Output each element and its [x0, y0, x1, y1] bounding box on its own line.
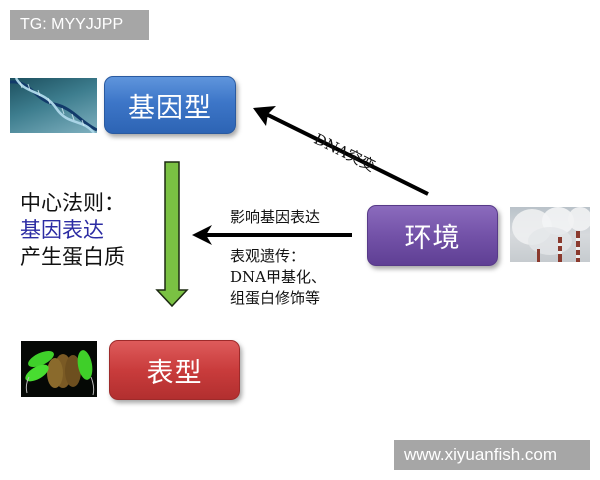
dna-helix-image: [10, 78, 97, 133]
gene-expression-highlight: 基因表达: [20, 218, 104, 242]
central-dogma-arrow: [155, 161, 189, 308]
watermark-bottom: www.xiyuanfish.com: [394, 440, 590, 470]
central-dogma-title: 中心法则：: [20, 191, 125, 215]
histone-modification-text: 组蛋白修饰等: [230, 289, 321, 307]
mutation-arrow: [253, 106, 429, 196]
produce-protein-text: 产生蛋白质: [20, 245, 125, 269]
mice-icon: [25, 350, 95, 396]
environment-node: 环境: [367, 205, 498, 266]
green-mice-image: [21, 341, 97, 397]
epigenetics-label: 表观遗传： DNA甲基化、 组蛋白修饰等: [230, 246, 326, 309]
smokestacks-image: [510, 207, 590, 262]
smokestack-icon: [512, 207, 590, 262]
central-dogma-text: 中心法则： 基因表达 产生蛋白质: [20, 190, 125, 271]
influence-expression-label: 影响基因表达: [230, 208, 321, 226]
watermark-top: TG: MYYJJPP: [10, 10, 149, 40]
phenotype-label: 表型: [146, 357, 203, 389]
environment-label: 环境: [404, 223, 461, 254]
expression-arrow: [192, 225, 352, 245]
phenotype-node: 表型: [109, 340, 240, 400]
dna-methylation-text: DNA甲基化、: [230, 268, 326, 286]
genotype-label: 基因型: [128, 92, 212, 124]
epigenetics-title: 表观遗传：: [230, 247, 306, 265]
dna-helix-icon: [10, 78, 97, 133]
genotype-node: 基因型: [104, 76, 236, 134]
